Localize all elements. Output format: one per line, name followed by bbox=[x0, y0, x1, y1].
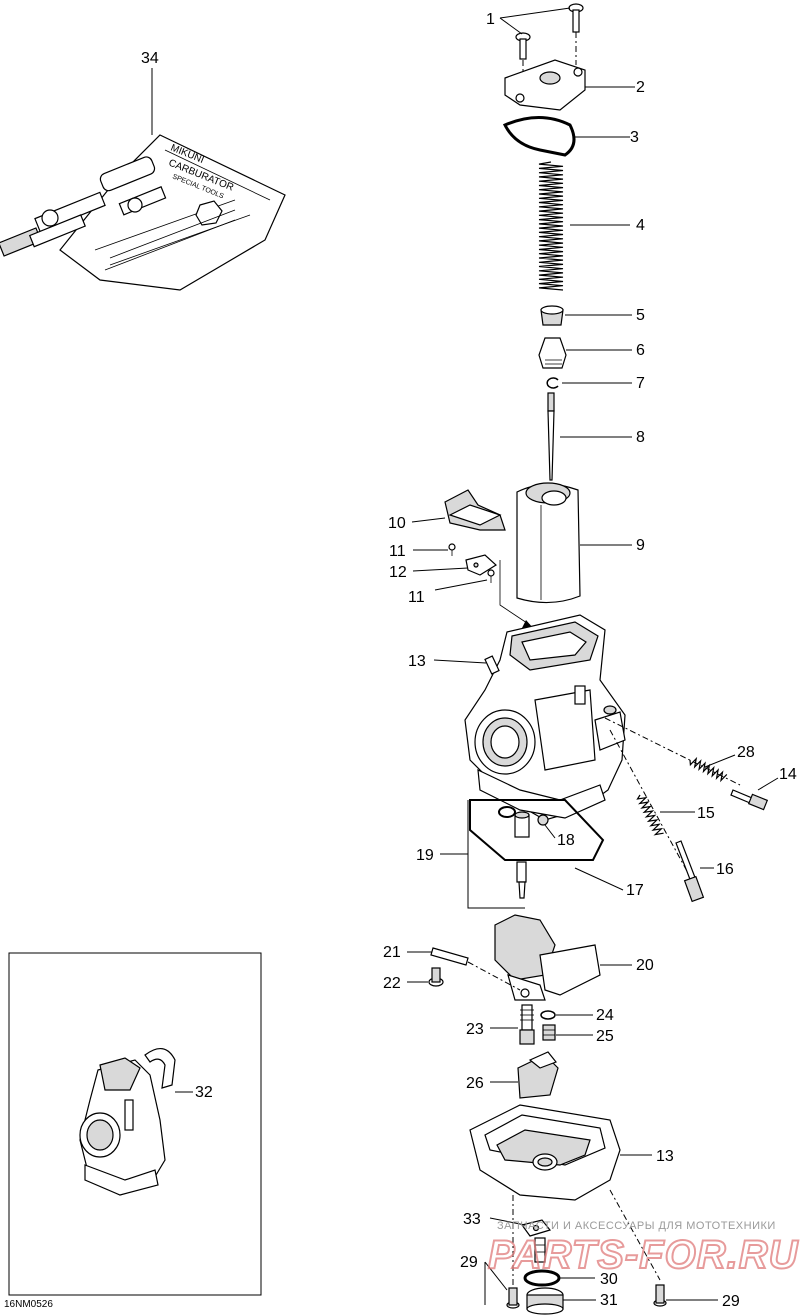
bracket-33 bbox=[520, 1219, 552, 1237]
spring-seat bbox=[540, 305, 564, 326]
callout-23: 22 bbox=[383, 975, 401, 992]
throttle-slide bbox=[516, 482, 581, 604]
callout-19: 18 bbox=[557, 832, 575, 849]
callout-29a: 29 bbox=[460, 1254, 478, 1271]
main-jet-26 bbox=[542, 1024, 556, 1041]
callout-30: 30 bbox=[600, 1271, 618, 1288]
callout-2: 2 bbox=[636, 79, 645, 96]
callout-11b: 11 bbox=[408, 589, 425, 606]
o-ring-30 bbox=[523, 1269, 561, 1287]
needle-valve-seat bbox=[514, 811, 530, 899]
callout-9: 9 bbox=[636, 537, 645, 554]
callout-3: 3 bbox=[630, 129, 639, 146]
callout-10: 10 bbox=[388, 515, 406, 532]
watermark-tagline: ЗАПЧАСТИ И АКСЕССУАРЫ ДЛЯ МОТОТЕХНИКИ bbox=[497, 1220, 776, 1232]
callout-18: 17 bbox=[626, 882, 644, 899]
baffle-27 bbox=[517, 1051, 559, 1099]
callout-7: 7 bbox=[636, 375, 645, 392]
callout-1: 1 bbox=[486, 11, 495, 28]
throttle-spring bbox=[538, 161, 564, 291]
callout-16: 15 bbox=[697, 805, 715, 822]
drain-screw bbox=[534, 1237, 546, 1263]
callout-32: 32 bbox=[195, 1084, 213, 1101]
callout-11a: 11 bbox=[389, 543, 406, 560]
bracket-20 bbox=[467, 800, 525, 909]
callout-12: 12 bbox=[389, 564, 407, 581]
drain-plug-31 bbox=[526, 1287, 564, 1315]
callout-5: 5 bbox=[636, 307, 645, 324]
callout-13: 13 bbox=[408, 653, 426, 670]
jet-needle bbox=[547, 392, 555, 481]
slide-plate bbox=[444, 489, 506, 531]
inset-frame bbox=[8, 952, 262, 1296]
air-screw-17 bbox=[675, 840, 705, 903]
diagram-id: 16NM0526 bbox=[4, 1299, 53, 1310]
callout-6: 6 bbox=[636, 342, 645, 359]
callout-27: 26 bbox=[466, 1075, 484, 1092]
callout-24: 23 bbox=[466, 1021, 484, 1038]
callout-26: 25 bbox=[596, 1028, 614, 1045]
air-spring-16 bbox=[636, 794, 664, 836]
callout-33: 33 bbox=[463, 1211, 481, 1228]
callout-17: 16 bbox=[716, 861, 734, 878]
idle-spring-28 bbox=[689, 756, 728, 783]
callout-28: 28 bbox=[737, 744, 755, 761]
callout-8: 8 bbox=[636, 429, 645, 446]
float-bowl-gasket-18 bbox=[469, 799, 605, 861]
float-screw-23 bbox=[428, 967, 444, 987]
callout-20: 19 bbox=[416, 847, 434, 864]
callout-31: 31 bbox=[600, 1292, 618, 1309]
inset-carburetor bbox=[79, 1048, 176, 1196]
main-jet-holder-24 bbox=[519, 1004, 535, 1045]
tool-kit-illustration: MIKUNI CARBURATOR SPECIAL TOOLS bbox=[0, 134, 286, 291]
float-21 bbox=[494, 914, 601, 1001]
needle-clip bbox=[546, 377, 559, 389]
float-bowl-14 bbox=[469, 1104, 621, 1201]
plate-screw-lower bbox=[487, 569, 495, 583]
cap-screws bbox=[515, 3, 584, 75]
callout-34: 34 bbox=[141, 50, 159, 67]
carburetor-top-cap bbox=[504, 59, 586, 111]
callout-4: 4 bbox=[636, 217, 645, 234]
float-pin-22 bbox=[430, 947, 469, 966]
callout-29b: 29 bbox=[722, 1293, 740, 1310]
callout-14: 13 bbox=[656, 1148, 674, 1165]
pilot-jet-13 bbox=[484, 655, 500, 675]
callout-21: 20 bbox=[636, 957, 654, 974]
plate-screw-upper bbox=[448, 543, 456, 556]
bowl-screw-left bbox=[506, 1287, 520, 1309]
bowl-screw-right bbox=[653, 1284, 667, 1307]
callout-15: 14 bbox=[779, 766, 797, 783]
carburetor-body bbox=[464, 614, 626, 821]
idle-screw-15 bbox=[730, 789, 769, 811]
watermark-site: PARTS-FOR.RU bbox=[488, 1233, 799, 1277]
callout-22: 21 bbox=[383, 944, 401, 961]
callout-25: 24 bbox=[596, 1007, 614, 1024]
needle-holder bbox=[538, 337, 567, 369]
washer-25 bbox=[540, 1010, 556, 1020]
cap-gasket bbox=[502, 116, 576, 157]
o-ring-19 bbox=[498, 806, 549, 826]
